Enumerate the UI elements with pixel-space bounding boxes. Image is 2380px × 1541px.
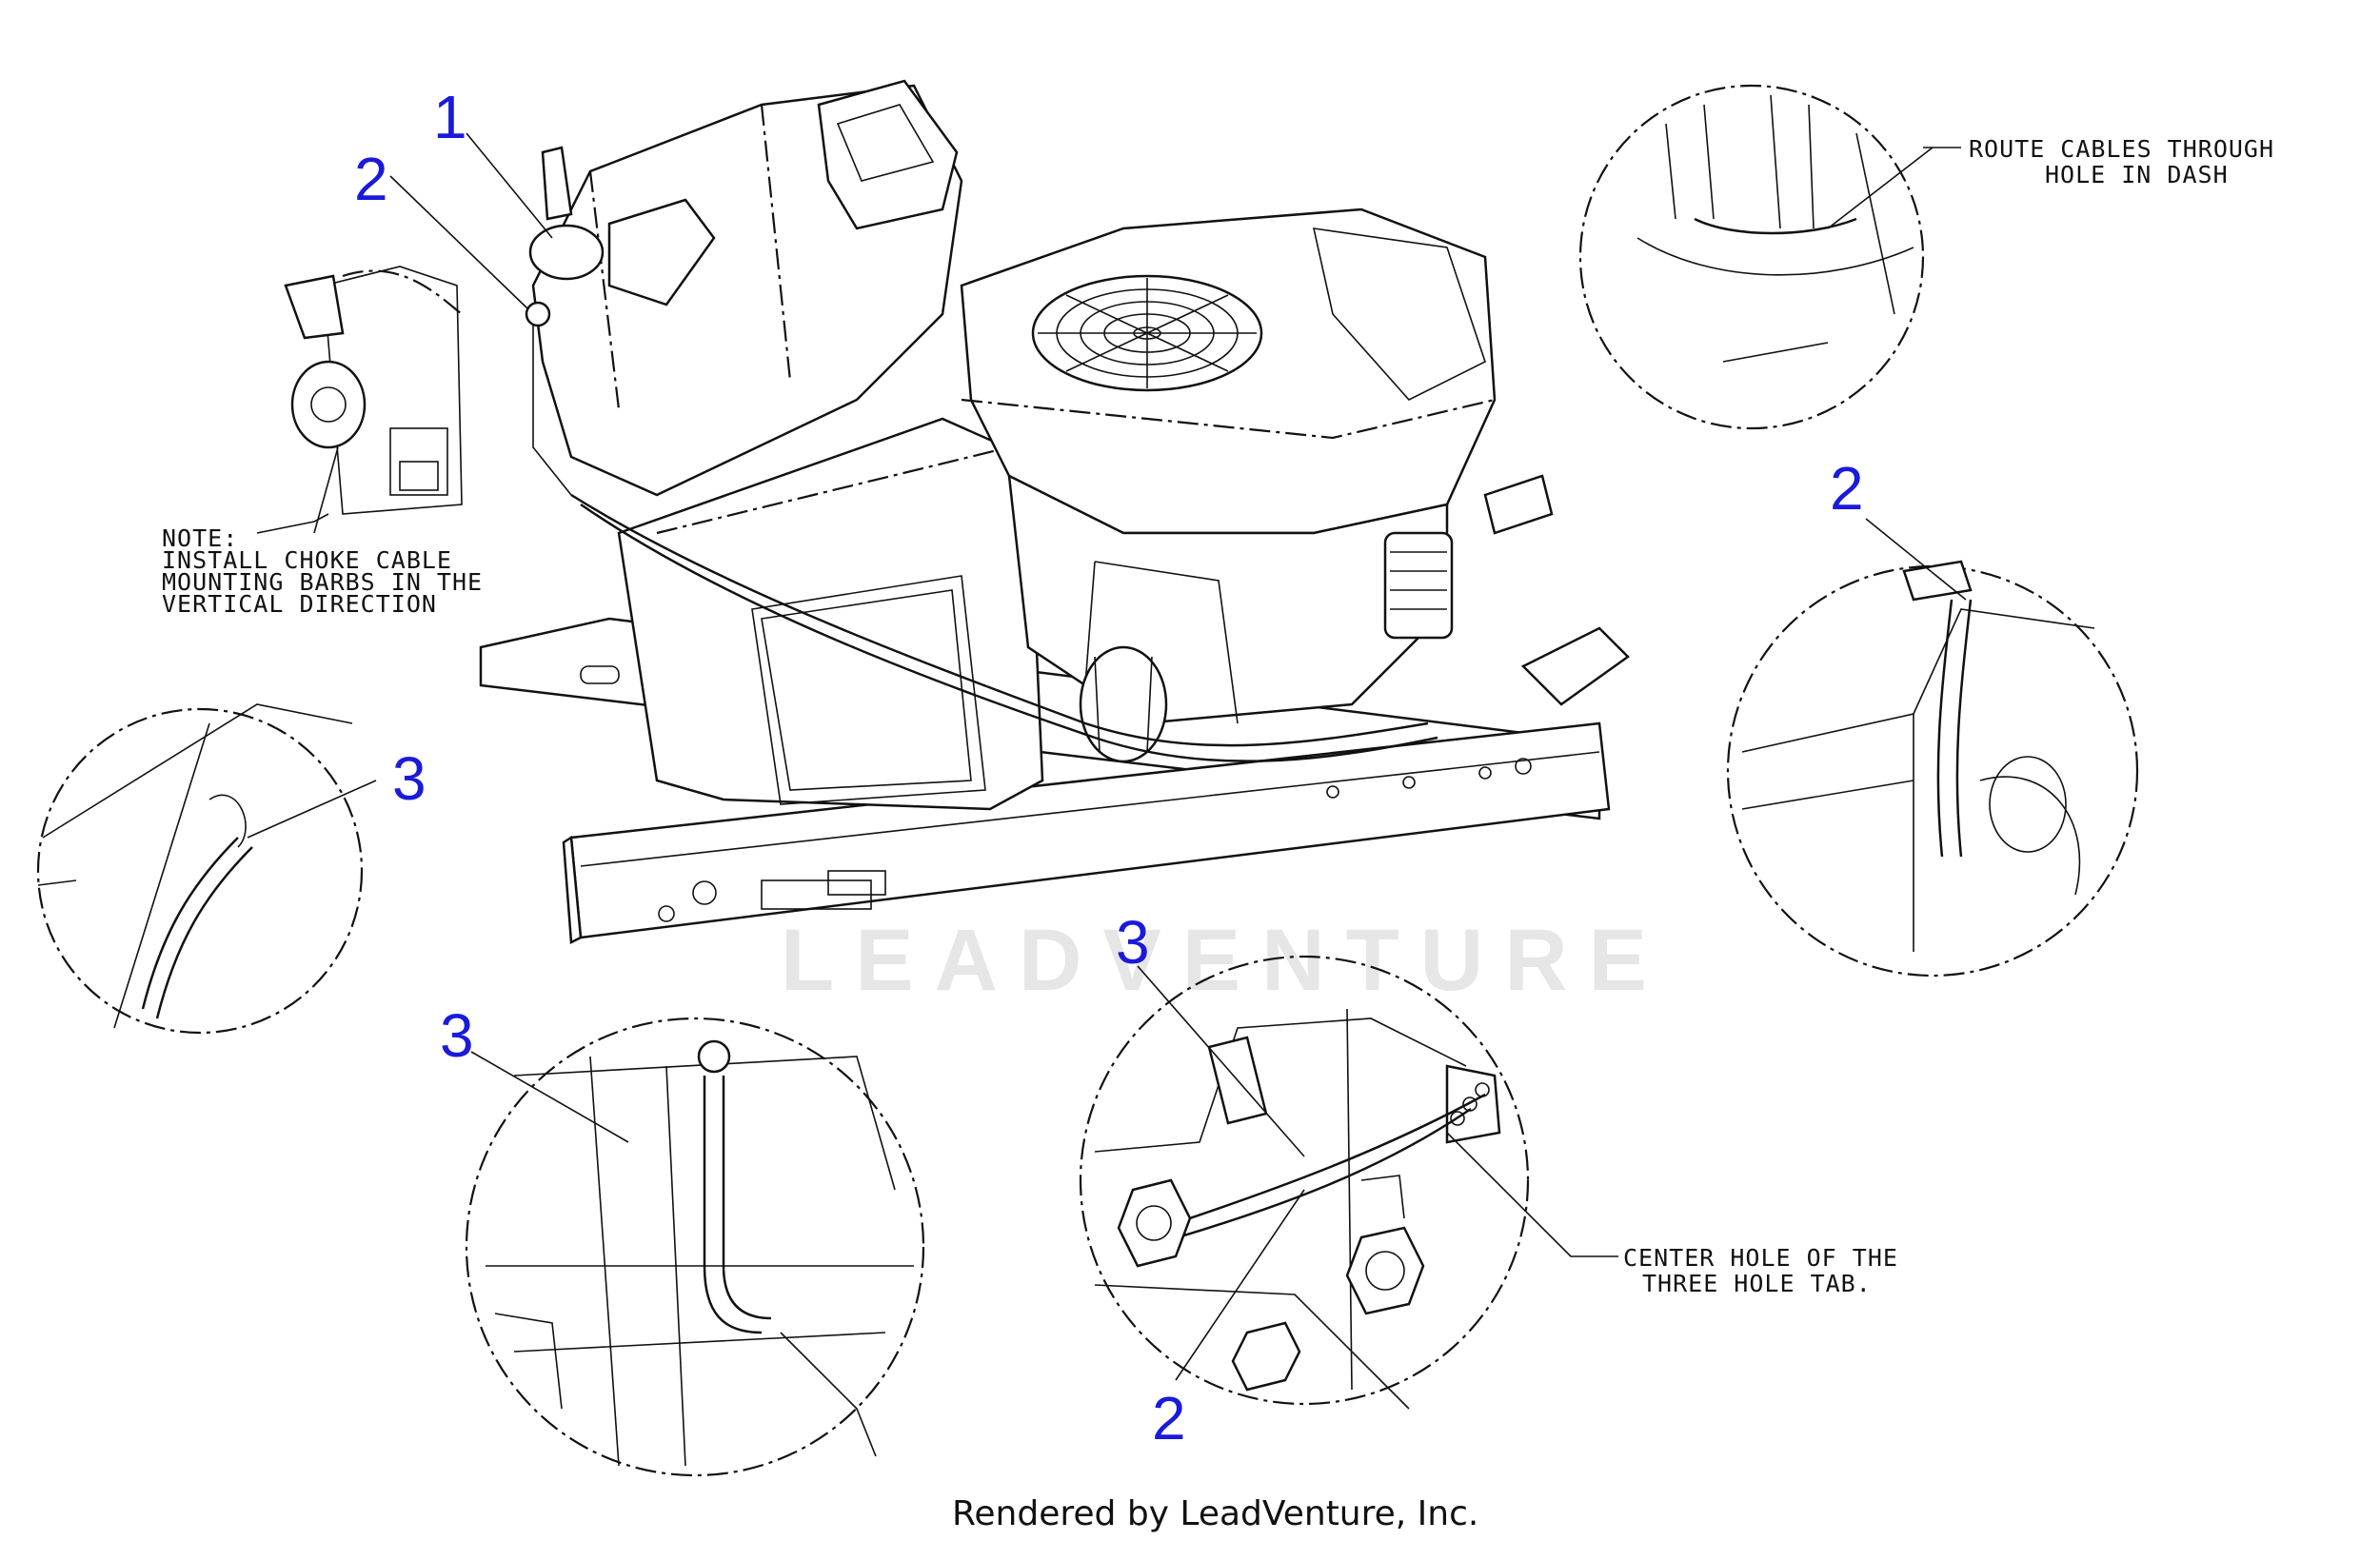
callout-2-right: 2 [1830,454,1864,523]
dash-note-line-1: ROUTE CABLES THROUGH [1969,135,2274,163]
callout-3-bottom-left: 3 [440,1001,474,1070]
choke-note-line-4: VERTICAL DIRECTION [162,590,437,618]
fuel-tank-body [617,417,1044,811]
dash-note-line-2: HOLE IN DASH [2045,161,2229,188]
callout-2-top: 2 [354,145,388,213]
dash-note: ROUTE CABLES THROUGH HOLE IN DASH [1969,135,2274,188]
detail-dash-hole [1578,84,1934,430]
tab-note-line-1: CENTER HOLE OF THE [1623,1244,1898,1272]
throttle-cable [580,503,1438,762]
tab-note-line-2: THREE HOLE TAB. [1642,1270,1872,1297]
callout-1: 1 [433,83,467,151]
detail-left-cable-clip [36,703,364,1035]
detail-three-hole-tab [1079,955,1530,1410]
detail-bottom-left-bracket [465,1017,925,1477]
watermark-text: LEADVENTURE [781,912,1668,1009]
engine [960,207,1630,763]
choke-note-line-1: NOTE: [162,524,238,552]
tab-note: CENTER HOLE OF THE THREE HOLE TAB. [1623,1244,1898,1297]
choke-cable [570,493,1429,747]
footer-credit: Rendered by LeadVenture, Inc. [952,1494,1478,1533]
detail-right-throttle [1726,560,2139,978]
leader-lines [247,132,1967,1381]
callout-3-left: 3 [392,744,426,813]
dash-tower [525,79,963,497]
choke-note: NOTE: INSTALL CHOKE CABLE MOUNTING BARBS… [162,524,483,618]
choke-note-line-3: MOUNTING BARBS IN THE [162,568,483,596]
callout-3-bottom-center: 3 [1116,908,1150,977]
choke-note-line-2: INSTALL CHOKE CABLE [162,546,452,574]
detail-choke-knob [284,266,463,534]
callout-2-bottom-center: 2 [1152,1384,1186,1452]
